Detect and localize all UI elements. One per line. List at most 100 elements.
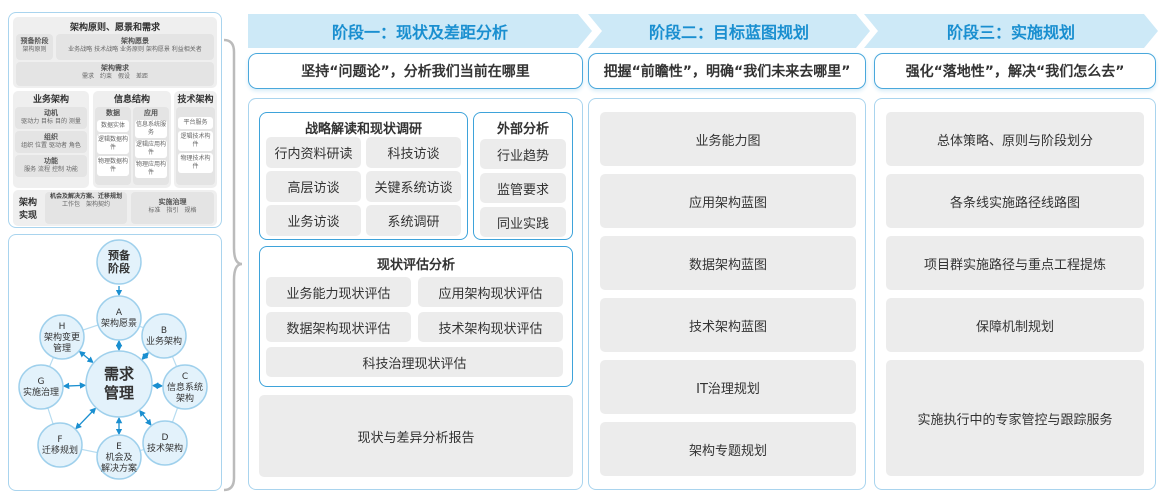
info-title: 信息结构 — [113, 95, 150, 105]
organization-items: 组织 位置 驱动者 角色 — [21, 142, 81, 149]
phase-node-f — [37, 422, 83, 468]
implementation-item: 项目群实施路径与重点工程提炼 — [886, 236, 1144, 290]
strategy-item: 系统调研 — [366, 205, 461, 236]
bidirectional-arrow — [78, 350, 94, 364]
tech-item: 物理技术构件 — [178, 153, 213, 173]
implementation-item: 保障机制规划 — [886, 298, 1144, 352]
phase-node-e — [96, 434, 142, 480]
phase-node-d — [142, 420, 188, 466]
app-column: 应用 信息系统服务 逻辑应用构件 物理应用构件 — [133, 107, 169, 185]
assessment-item: 技术架构现状评估 — [418, 312, 563, 342]
vision-items: 业务战略 技术战略 业务原则 架构愿景 利益相关者 — [68, 46, 202, 53]
phase-node-h — [39, 314, 85, 360]
realization-title: 架构实现 — [18, 198, 37, 221]
opportunity-title: 机会及解决方案、迁移规划 — [49, 193, 122, 200]
stage-1-panel: 战略解读和现状调研 行内资料研读科技访谈高层访谈关键系统访谈业务访谈系统调研 外… — [248, 98, 583, 490]
governance-items: 标准 指引 规格 — [148, 207, 197, 214]
phase-node-c — [162, 364, 208, 410]
external-item: 监管要求 — [480, 173, 566, 203]
stage-3-header: 阶段三：实施规划 — [864, 14, 1158, 48]
governance-title: 实施治理 — [158, 198, 187, 206]
external-item: 行业趋势 — [480, 139, 566, 169]
tech-item: 逻辑技术构件 — [178, 131, 213, 151]
info-section: 信息结构 数据 数据实体 逻辑数据构件 物理数据构件 应用 信息系统服务 逻辑应… — [93, 91, 171, 188]
architecture-content-panel: 架构原则、愿景和需求 预备阶段 架构原则 架构愿景 业务战略 技术战略 业务原则… — [8, 12, 222, 228]
requirements-items: 需求 约束 假设 差距 — [81, 73, 148, 80]
data-item: 逻辑数据构件 — [97, 134, 129, 154]
organization-title: 组织 — [44, 133, 58, 141]
prelim-box: 预备阶段 架构原则 — [16, 34, 53, 60]
data-title: 数据 — [106, 109, 120, 117]
implementation-item: 各条线实施路径线路图 — [886, 174, 1144, 228]
strategy-item: 高层访谈 — [266, 171, 361, 202]
tech-title: 技术架构 — [177, 95, 214, 105]
vision-title: 架构愿景 — [121, 37, 149, 45]
strategy-item: 行内资料研读 — [266, 137, 361, 168]
phase-node-b — [141, 313, 187, 359]
implementation-item: 实施执行中的专家管控与跟踪服务 — [886, 360, 1144, 476]
center-node — [85, 350, 153, 418]
implementation-item: 总体策略、原则与阶段划分 — [886, 112, 1144, 166]
blueprint-item: IT治理规划 — [600, 360, 856, 414]
assessment-box: 现状评估分析 业务能力现状评估 应用架构现状评估 数据架构现状评估 技术架构现状… — [259, 246, 573, 387]
assessment-title: 现状评估分析 — [376, 257, 455, 273]
external-item: 同业实践 — [480, 207, 566, 237]
requirements-box: 架构需求 需求 约束 假设 差距 — [16, 62, 214, 86]
assessment-item: 应用架构现状评估 — [418, 277, 563, 307]
principles-title: 架构原则、愿景和需求 — [69, 22, 160, 33]
tech-item: 平台服务 — [178, 117, 213, 129]
function-items: 服务 流程 控制 功能 — [24, 166, 78, 173]
function-title: 功能 — [44, 157, 58, 165]
stage-2-slogan: 把握“前瞻性”，明确“我们未来去哪里” — [588, 53, 866, 89]
app-title: 应用 — [144, 109, 158, 117]
stage-2-header: 阶段二：目标蓝图规划 — [588, 14, 870, 48]
strategy-item: 业务访谈 — [266, 205, 361, 236]
prelim-label: 预备阶段 — [108, 249, 130, 275]
app-item: 逻辑应用构件 — [135, 140, 167, 158]
blueprint-item: 数据架构蓝图 — [600, 236, 856, 290]
strategy-item: 科技访谈 — [366, 137, 461, 168]
blueprint-item: 架构专题规划 — [600, 422, 856, 476]
prelim-items: 架构原则 — [22, 46, 47, 53]
stage-1-header: 阶段一：现状及差距分析 — [248, 14, 592, 48]
blueprint-item: 业务能力图 — [600, 112, 856, 166]
center-label: 需求管理 — [103, 365, 134, 402]
tech-section: 技术架构 平台服务 逻辑技术构件 物理技术构件 — [174, 91, 217, 188]
stage-1-slogan: 坚持“问题论”，分析我们当前在哪里 — [248, 53, 583, 89]
blueprint-item: 应用架构蓝图 — [600, 174, 856, 228]
phase-node-a — [96, 295, 142, 341]
app-item: 信息系统服务 — [135, 120, 167, 138]
bidirectional-arrow — [141, 351, 150, 361]
bidirectional-arrow — [62, 382, 87, 390]
assessment-item: 数据架构现状评估 — [266, 312, 411, 342]
app-item: 物理应用构件 — [135, 160, 167, 178]
stage-3-panel: 总体策略、原则与阶段划分各条线实施路径线路图项目群实施路径与重点工程提炼保障机制… — [874, 98, 1156, 490]
assessment-item: 业务能力现状评估 — [266, 277, 411, 307]
data-column: 数据 数据实体 逻辑数据构件 物理数据构件 — [95, 107, 131, 185]
business-section: 业务架构 动机驱动力 目标 目的 测量 组织组织 位置 驱动者 角色 功能服务 … — [13, 91, 89, 188]
stage-3-slogan: 强化“落地性”，解决“我们怎么去” — [874, 53, 1156, 89]
strategy-box: 战略解读和现状调研 行内资料研读科技访谈高层访谈关键系统访谈业务访谈系统调研 — [259, 112, 468, 240]
brace-icon — [223, 38, 242, 492]
external-box: 外部分析 行业趋势 监管要求 同业实践 — [473, 112, 573, 240]
motivation-title: 动机 — [44, 109, 58, 117]
requirements-title: 架构需求 — [101, 64, 129, 72]
data-item: 物理数据构件 — [97, 156, 129, 176]
prelim-title: 预备阶段 — [20, 37, 49, 45]
strategy-item: 关键系统访谈 — [366, 171, 461, 202]
external-title: 外部分析 — [496, 121, 549, 137]
principles-section: 架构原则、愿景和需求 预备阶段 架构原则 架构愿景 业务战略 技术战略 业务原则… — [13, 17, 217, 88]
assessment-item: 科技治理现状评估 — [266, 347, 563, 377]
strategy-title: 战略解读和现状调研 — [304, 121, 422, 137]
opportunity-items: 工作包 架构契约 — [61, 201, 110, 208]
